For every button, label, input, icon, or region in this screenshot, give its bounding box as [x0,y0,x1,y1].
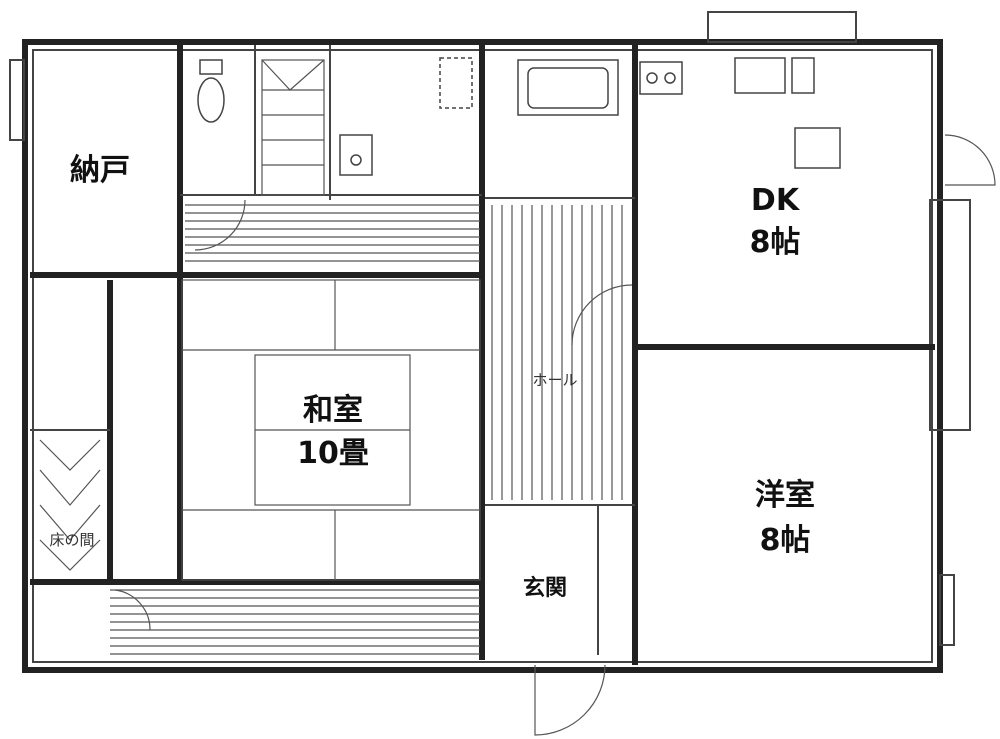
room-label-washitsu: 和室 [303,393,363,428]
corridor-flooring [110,204,480,655]
kitchen-sink-icon [734,57,815,94]
sink-icon [339,134,373,176]
exterior-walls [9,11,971,673]
bathtub-icon [517,59,619,116]
washer-icon [439,57,473,109]
hall-flooring [491,205,623,500]
table-icon [794,127,841,169]
toilet-icon [197,59,225,123]
fixtures [197,57,841,176]
room-size-washitsu: 10畳 [297,436,369,471]
room-label-genkan: 玄関 [523,575,567,601]
room-label-storage: 納戸 [70,153,130,188]
room-label-yoshitsu: 洋室 [755,478,815,513]
washitsu-tatami [181,279,481,581]
room-size-dk: 8帖 [750,225,801,260]
stairs [261,59,325,196]
doors [114,134,996,736]
room-size-yoshitsu: 8帖 [760,523,811,558]
room-label-dk: DK [751,183,801,218]
stove-icon [639,61,683,95]
room-label-hall: ホール [532,371,577,389]
room-label-tokonoma: 床の間 [49,531,94,549]
tokonoma-lines [39,439,101,571]
interior-walls [30,45,935,665]
